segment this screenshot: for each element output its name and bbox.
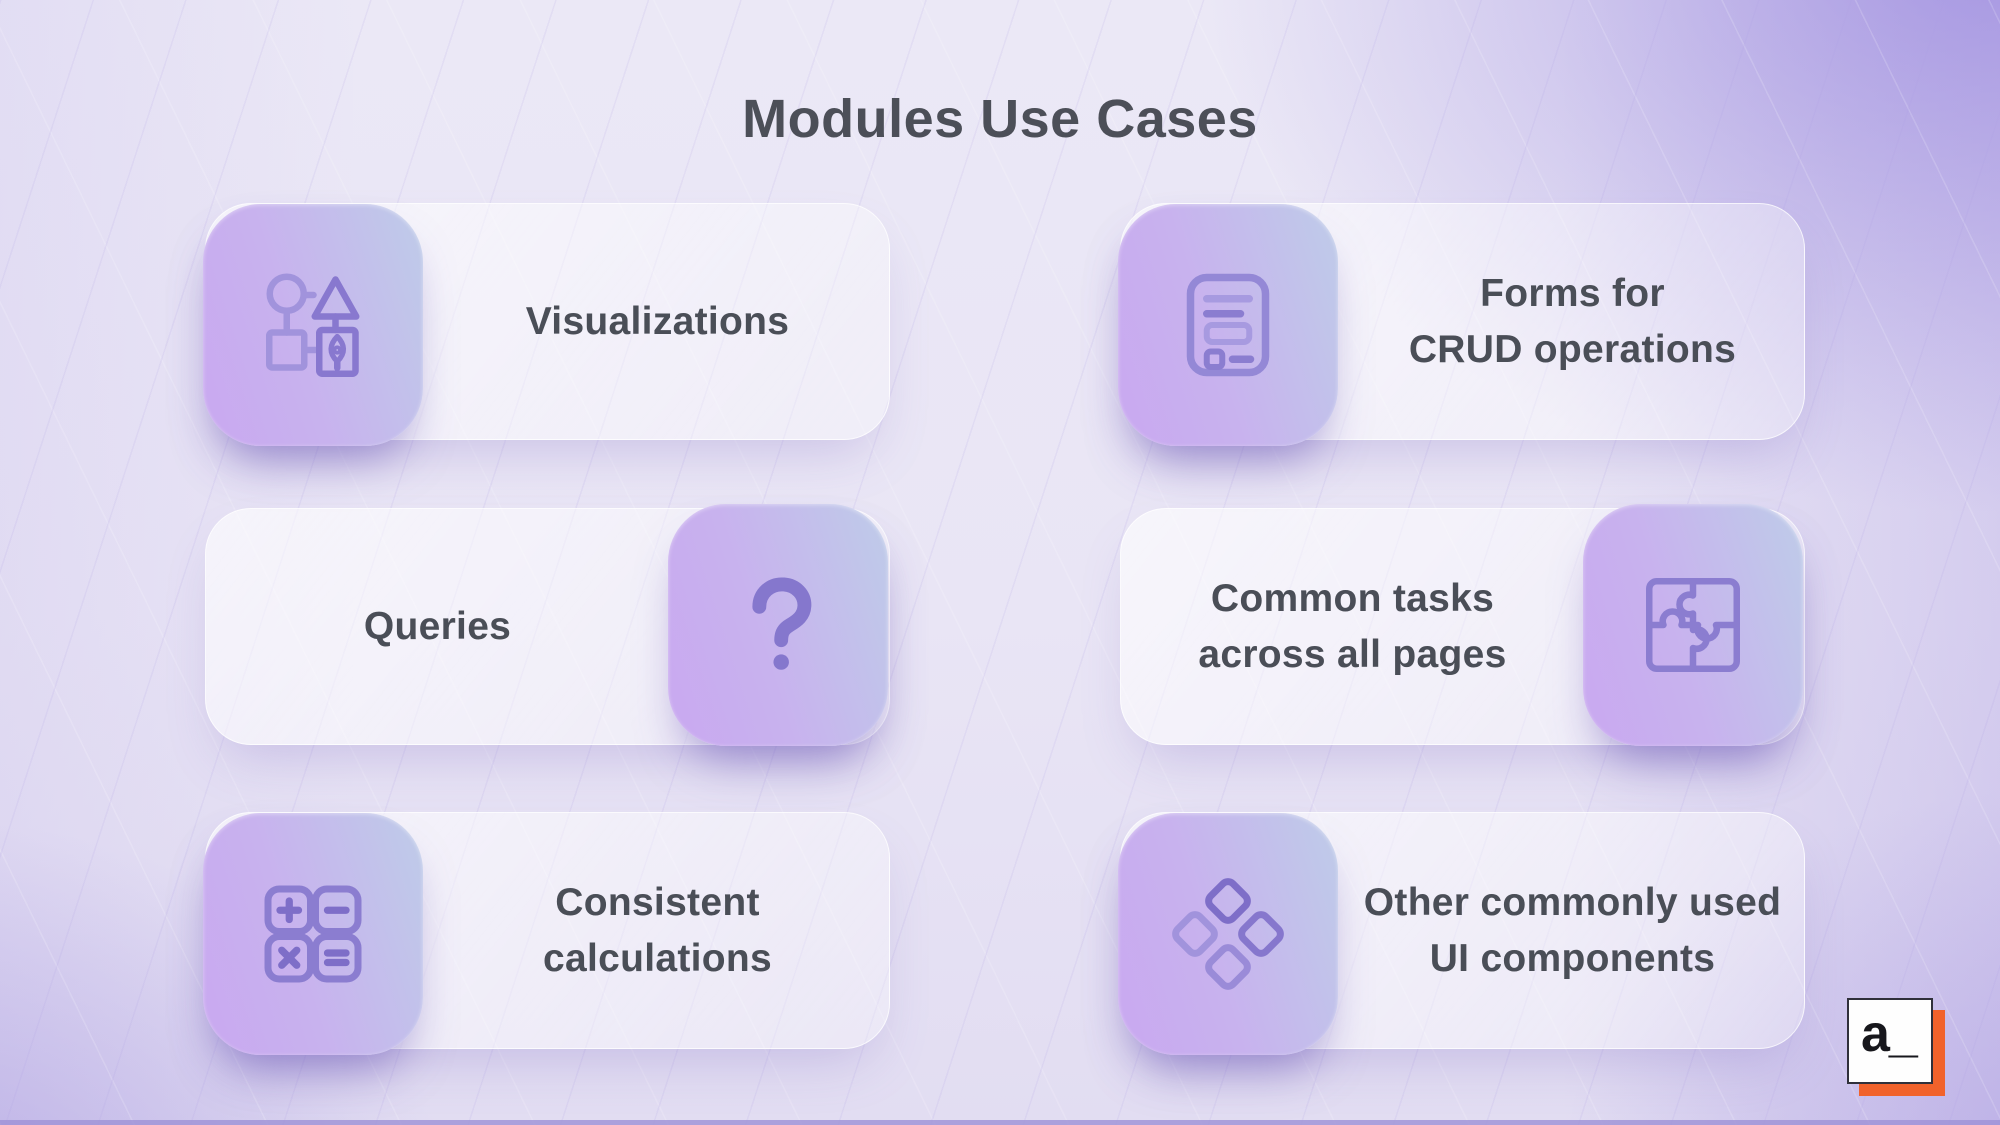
design-shapes-icon — [266, 273, 360, 377]
label-line-1: Consistent — [555, 881, 760, 925]
icon-tile-visualizations — [203, 204, 423, 446]
form-document-icon — [1186, 273, 1270, 377]
card-common-tasks-label: Common tasks across all pages — [1121, 509, 1584, 744]
card-queries-label: Queries — [206, 509, 669, 744]
bottom-edge-strip — [0, 1120, 2000, 1125]
question-mark-icon — [752, 577, 812, 670]
puzzle-pieces-icon — [1646, 578, 1740, 672]
label-line-1: Visualizations — [525, 299, 790, 343]
icon-tile-common-tasks — [1583, 504, 1803, 746]
icon-tile-calculations — [203, 813, 423, 1055]
icon-tile-forms — [1118, 204, 1338, 446]
label-line-1: Queries — [363, 604, 512, 648]
logo-glyph: a_ — [1861, 1005, 1918, 1063]
calculator-icon — [264, 885, 362, 983]
label-line-1: Other commonly used — [1363, 881, 1782, 925]
label-line-1: Common tasks — [1210, 577, 1495, 621]
icon-tile-ui-components — [1118, 813, 1338, 1055]
label-line-2: across all pages — [1198, 632, 1507, 676]
label-line-1: Forms for — [1480, 272, 1665, 316]
brand-logo: a_ — [1847, 998, 1947, 1098]
card-consistent-calculations-label: Consistent calculations — [426, 813, 889, 1048]
page-title: Modules Use Cases — [742, 89, 1258, 149]
icon-tile-queries — [668, 504, 888, 746]
card-visualizations-label: Visualizations — [426, 204, 889, 439]
ui-components-diamonds-icon — [1172, 878, 1284, 990]
label-line-2: calculations — [542, 936, 772, 980]
card-forms-crud-label: Forms for CRUD operations — [1341, 204, 1804, 439]
card-ui-components-label: Other commonly used UI components — [1341, 813, 1804, 1048]
logo-white-square: a_ — [1847, 998, 1933, 1084]
label-line-2: UI components — [1429, 936, 1716, 980]
label-line-2: CRUD operations — [1408, 327, 1737, 371]
